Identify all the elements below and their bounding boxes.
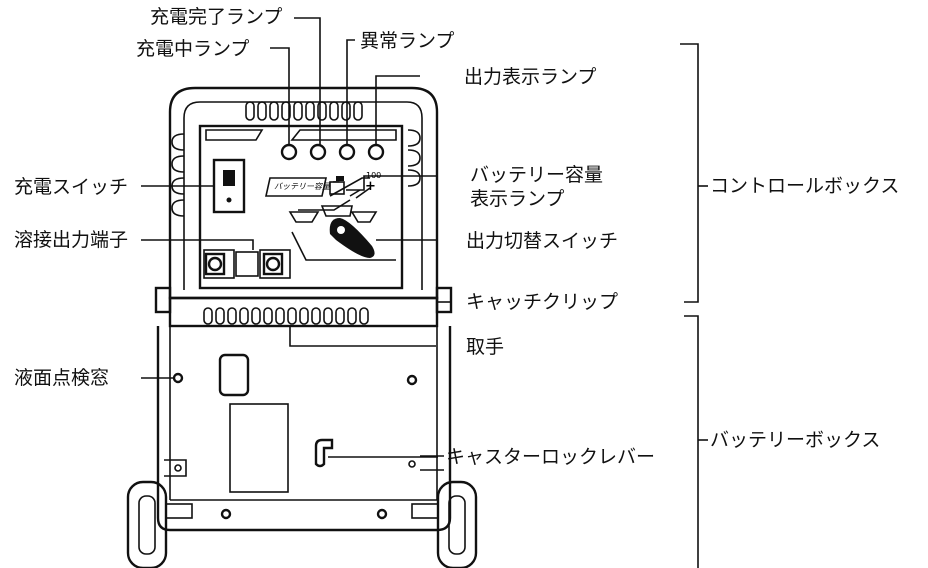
label-battery-capacity-lamp-2: 表示ランプ [470, 188, 565, 210]
label-output-selector-switch: 出力切替スイッチ [466, 230, 619, 252]
label-output-display-lamp: 出力表示ランプ [464, 66, 597, 88]
right-side-vent [407, 129, 421, 187]
capacity-gauge [329, 177, 370, 197]
gauge-minus: − [332, 177, 341, 188]
label-charge-complete-lamp: 充電完了ランプ [150, 6, 283, 28]
label-charging-lamp: 充電中ランプ [136, 38, 250, 60]
label-caster-lock-lever: キャスターロックレバー [446, 446, 656, 468]
label-level-check-window: 液面点検窓 [14, 367, 110, 389]
left-wheel [126, 480, 193, 568]
output-display-lamp [367, 143, 385, 161]
leader-lines [141, 17, 708, 568]
battery-plate-text: バッテリー容量 [274, 182, 330, 191]
gauge-max: 100 [366, 171, 382, 180]
label-charge-switch: 充電スイッチ [14, 176, 129, 198]
label-catch-clip: キャッチクリップ [466, 291, 619, 313]
charging-lamp [280, 143, 298, 161]
level-check-window [218, 353, 250, 397]
label-battery-capacity-lamp-1: バッテリー容量 [470, 164, 604, 186]
battery-plate [265, 177, 327, 197]
label-control-box: コントロールボックス [710, 175, 900, 197]
charge-complete-lamp [309, 143, 327, 161]
gauge-plus: + [365, 179, 376, 194]
label-error-lamp: 異常ランプ [360, 30, 455, 52]
right-wheel [411, 480, 478, 568]
control-panel [198, 124, 404, 290]
handle-bar [154, 286, 453, 328]
welding-output-terminals [203, 249, 291, 279]
label-battery-box: バッテリーボックス [710, 429, 881, 451]
error-lamp [338, 143, 356, 161]
control-box-frame [168, 86, 439, 300]
top-vent [245, 101, 363, 121]
caster-lock-lever [314, 438, 334, 468]
battery-box [156, 326, 452, 532]
output-selector-switch [288, 205, 396, 261]
label-welding-output-terminal: 溶接出力端子 [14, 229, 129, 251]
left-side-vent [171, 133, 185, 217]
label-handle: 取手 [466, 336, 505, 358]
